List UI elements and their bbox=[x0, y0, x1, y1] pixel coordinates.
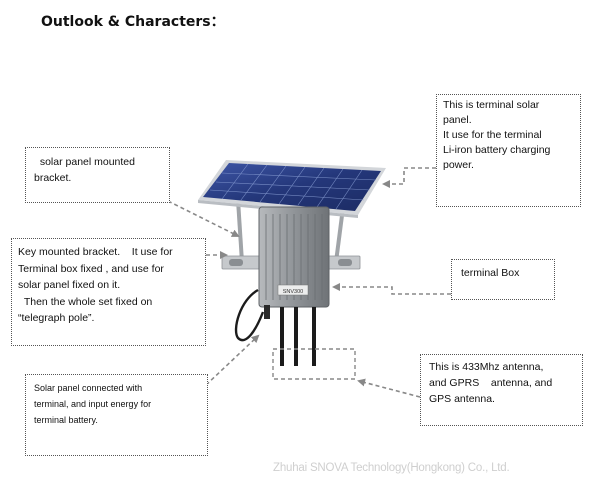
connector-bracket bbox=[167, 200, 240, 237]
device-label: SNV300 bbox=[283, 289, 304, 295]
note-solar-panel-bracket: solar panel mounted bracket. bbox=[25, 147, 170, 203]
page-title: Outlook & Characters： bbox=[41, 14, 225, 30]
terminal-box: SNV300 bbox=[258, 206, 330, 308]
connector-solar-connection bbox=[205, 334, 260, 386]
company-footer: Zhuhai SNOVA Technology(Hongkong) Co., L… bbox=[273, 462, 510, 474]
note-key-mounted-bracket: Key mounted bracket. It use for Terminal… bbox=[11, 238, 206, 346]
solar-panel bbox=[198, 160, 386, 218]
connector-antenna bbox=[357, 378, 421, 398]
note-terminal-solar-panel: This is terminal solar panel. It use for… bbox=[436, 94, 581, 207]
cable-and-antennas bbox=[234, 288, 316, 366]
note-antenna: This is 433Mhz antenna, and GPRS antenna… bbox=[420, 354, 583, 426]
connector-panel bbox=[382, 167, 436, 188]
note-terminal-box: terminal Box bbox=[451, 259, 555, 300]
connector-terminal-box bbox=[332, 283, 451, 295]
note-solar-connection: Solar panel connected with terminal, and… bbox=[25, 374, 208, 456]
